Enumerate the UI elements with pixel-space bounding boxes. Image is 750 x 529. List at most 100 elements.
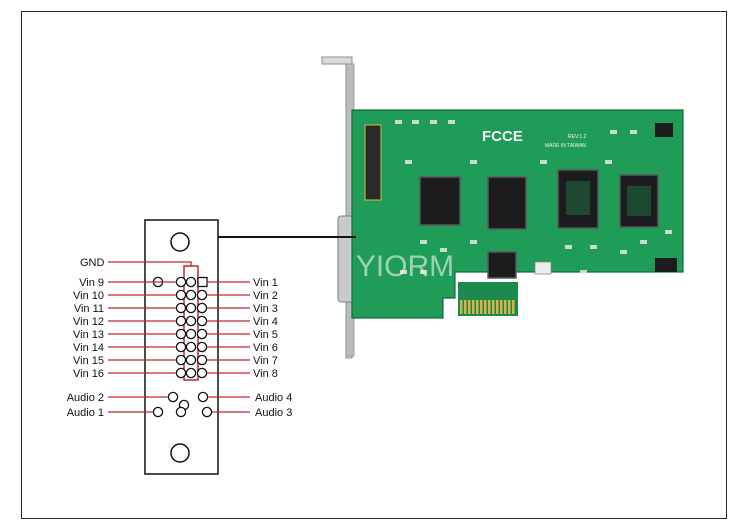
smd-part bbox=[395, 120, 402, 124]
gold-finger bbox=[504, 300, 507, 314]
revision-marking: REV:1.2 bbox=[568, 134, 587, 140]
pin-ground bbox=[185, 367, 197, 379]
pin-row: Vin 16 Vin 8 bbox=[73, 367, 278, 380]
gnd-label: GND bbox=[80, 257, 105, 269]
chip-4-die bbox=[627, 186, 651, 216]
pin-row: Vin 14 Vin 6 bbox=[73, 341, 278, 354]
audio-pin-right bbox=[197, 391, 209, 403]
smd-part bbox=[620, 250, 627, 254]
audio-label-left: Audio 1 bbox=[67, 407, 104, 419]
pin-label-left: Vin 16 bbox=[73, 368, 104, 380]
pin-left bbox=[175, 315, 187, 327]
pin-label-left: Vin 11 bbox=[74, 303, 104, 315]
smd-part bbox=[565, 245, 572, 249]
smd-part bbox=[470, 240, 477, 244]
gold-finger bbox=[472, 300, 475, 314]
pin-label-right: Vin 6 bbox=[253, 342, 278, 354]
pin-right bbox=[196, 302, 208, 314]
smd-part bbox=[540, 160, 547, 164]
pin-label-right: Vin 8 bbox=[253, 368, 278, 380]
chip-3 bbox=[557, 169, 599, 229]
regulator bbox=[655, 123, 673, 137]
pin-left bbox=[175, 276, 187, 288]
pin-left bbox=[175, 302, 187, 314]
pin-left bbox=[175, 367, 187, 379]
audio-pin-inner bbox=[175, 406, 187, 418]
pin-label-left: Vin 10 bbox=[73, 290, 104, 302]
chip-4 bbox=[619, 174, 659, 228]
pin-row: Vin 15 Vin 7 bbox=[73, 354, 278, 367]
audio-pin-right bbox=[201, 406, 213, 418]
smd-part bbox=[405, 160, 412, 164]
gold-finger bbox=[460, 300, 463, 314]
pin-label-left: Vin 9 bbox=[79, 277, 104, 289]
mount-hole-bottom bbox=[170, 443, 190, 463]
capture-card: FCCE REV:1.2 MADE IN TAIWAN bbox=[321, 56, 684, 359]
audio-row: Audio 2 Audio 4 bbox=[67, 391, 292, 411]
pin-label-left: Vin 15 bbox=[73, 355, 104, 367]
audio-label-right: Audio 3 bbox=[255, 407, 292, 419]
smd-part bbox=[448, 120, 455, 124]
smd-part bbox=[590, 245, 597, 249]
gold-finger bbox=[500, 300, 503, 314]
mount-hole-top bbox=[170, 232, 190, 252]
pin-ground bbox=[185, 328, 197, 340]
pin-right bbox=[196, 354, 208, 366]
gold-finger bbox=[480, 300, 483, 314]
gold-finger bbox=[492, 300, 495, 314]
chip-3-die bbox=[566, 181, 590, 215]
pin-ground bbox=[185, 341, 197, 353]
smd-part bbox=[412, 120, 419, 124]
watermark: YIORM bbox=[356, 250, 454, 283]
pin-label-right: Vin 3 bbox=[253, 303, 278, 315]
audio-pin-left bbox=[152, 406, 164, 418]
smd-part bbox=[420, 270, 427, 274]
smd-part bbox=[420, 240, 427, 244]
smd-part bbox=[665, 230, 672, 234]
pin-left bbox=[175, 289, 187, 301]
pin-row: Vin 11 Vin 3 bbox=[74, 302, 278, 315]
smd-part bbox=[610, 130, 617, 134]
pin-right bbox=[196, 367, 208, 379]
gold-finger bbox=[484, 300, 487, 314]
pin-right bbox=[196, 328, 208, 340]
smd-part bbox=[630, 130, 637, 134]
chip-1 bbox=[419, 176, 461, 226]
pin-label-right: Vin 7 bbox=[253, 355, 278, 367]
gnd-wire bbox=[108, 261, 192, 266]
smd-part bbox=[400, 270, 407, 274]
pin-left bbox=[175, 354, 187, 366]
pin-label-left: Vin 12 bbox=[73, 316, 104, 328]
gold-finger bbox=[512, 300, 515, 314]
made-in-marking: MADE IN TAIWAN bbox=[545, 143, 586, 149]
gold-fingers bbox=[460, 300, 515, 314]
gold-finger bbox=[464, 300, 467, 314]
fcce-marking: FCCE bbox=[482, 128, 523, 145]
smd-part bbox=[605, 160, 612, 164]
smd-components bbox=[395, 120, 672, 274]
gold-finger bbox=[508, 300, 511, 314]
smd-part bbox=[440, 248, 447, 252]
crystal bbox=[534, 261, 552, 275]
pin-right bbox=[196, 341, 208, 353]
pin-left bbox=[175, 341, 187, 353]
pin-ground bbox=[185, 354, 197, 366]
pin-label-left: Vin 14 bbox=[73, 342, 104, 354]
pin-right bbox=[196, 289, 208, 301]
pin-header bbox=[364, 124, 382, 201]
pin-ground bbox=[185, 276, 197, 288]
chip-5 bbox=[487, 251, 517, 279]
small-chip bbox=[655, 258, 677, 272]
pin-right bbox=[196, 315, 208, 327]
audio-pin-left bbox=[167, 391, 179, 403]
audio-label-left: Audio 2 bbox=[67, 392, 104, 404]
gold-finger bbox=[488, 300, 491, 314]
pin-ground bbox=[185, 315, 197, 327]
smd-part bbox=[640, 240, 647, 244]
audio-label-right: Audio 4 bbox=[255, 392, 292, 404]
gold-finger bbox=[476, 300, 479, 314]
pin-label-left: Vin 13 bbox=[73, 329, 104, 341]
